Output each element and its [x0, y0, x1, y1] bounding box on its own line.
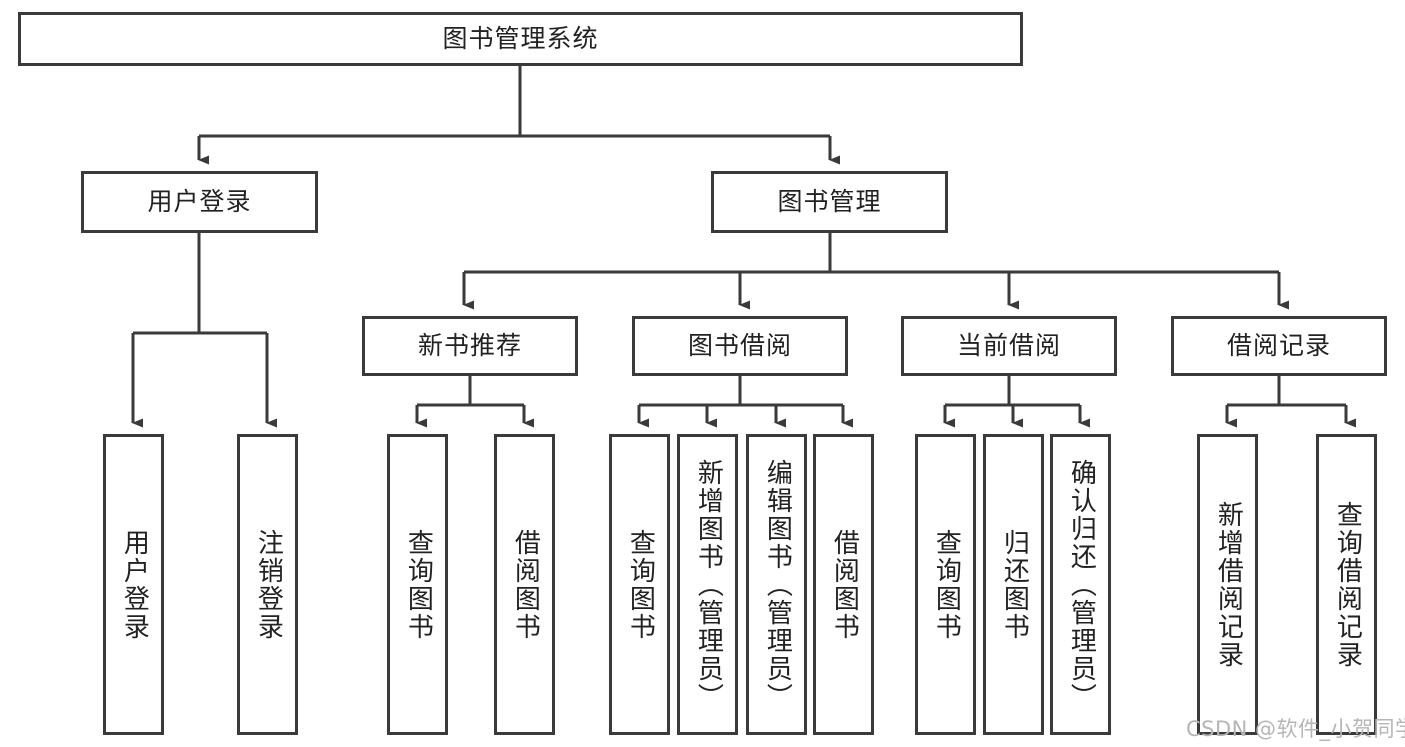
- node-label: 查询图书: [625, 528, 656, 641]
- node-root-book-management-system[interactable]: 图书管理系统: [18, 12, 1023, 66]
- node-label: 图书借阅: [687, 331, 792, 361]
- leaf-return-book[interactable]: 归还图书: [983, 434, 1044, 735]
- leaf-borrow-book[interactable]: 借阅图书: [813, 434, 874, 735]
- node-user-login[interactable]: 用户登录: [81, 171, 318, 233]
- node-label: 当前借阅: [956, 331, 1061, 361]
- leaf-user-login[interactable]: 用户登录: [103, 434, 164, 735]
- leaf-edit-book-admin[interactable]: 编辑图书（管理员）: [746, 434, 807, 735]
- node-label: 借阅图书: [829, 528, 860, 641]
- node-label: 用户登录: [147, 187, 252, 217]
- leaf-confirm-return-admin[interactable]: 确认归还（管理员）: [1050, 434, 1111, 735]
- node-label: 查询图书: [931, 528, 962, 641]
- leaf-query-borrow-record[interactable]: 查询借阅记录: [1316, 434, 1377, 735]
- node-label: 新增借阅记录: [1213, 500, 1244, 669]
- node-label: 新增图书（管理员）: [693, 458, 724, 711]
- node-label: 确认归还（管理员）: [1066, 458, 1097, 711]
- node-label: 用户登录: [119, 528, 150, 641]
- node-label: 查询借阅记录: [1332, 500, 1363, 669]
- csdn-watermark: CSDN @软件_小贺同学: [1186, 717, 1405, 741]
- node-new-book-recommendation[interactable]: 新书推荐: [362, 316, 578, 376]
- node-book-management[interactable]: 图书管理: [711, 171, 948, 233]
- leaf-query-book-recommend[interactable]: 查询图书: [387, 434, 448, 735]
- node-book-borrowing[interactable]: 图书借阅: [632, 316, 848, 376]
- leaf-add-book-admin[interactable]: 新增图书（管理员）: [677, 434, 738, 735]
- node-borrow-records[interactable]: 借阅记录: [1171, 316, 1387, 376]
- node-label: 查询图书: [403, 528, 434, 641]
- leaf-add-borrow-record[interactable]: 新增借阅记录: [1197, 434, 1258, 735]
- node-label: 注销登录: [253, 528, 284, 641]
- node-label: 新书推荐: [417, 331, 522, 361]
- node-label: 图书管理: [777, 187, 882, 217]
- leaf-logout[interactable]: 注销登录: [237, 434, 298, 735]
- node-label: 编辑图书（管理员）: [762, 458, 793, 711]
- node-label: 图书管理系统: [442, 24, 599, 54]
- node-label: 归还图书: [999, 528, 1030, 641]
- leaf-query-book-current[interactable]: 查询图书: [915, 434, 976, 735]
- node-label: 借阅记录: [1226, 331, 1331, 361]
- node-label: 借阅图书: [510, 528, 541, 641]
- leaf-query-book-borrow[interactable]: 查询图书: [609, 434, 670, 735]
- leaf-borrow-book-recommend[interactable]: 借阅图书: [494, 434, 555, 735]
- node-current-borrowing[interactable]: 当前借阅: [901, 316, 1117, 376]
